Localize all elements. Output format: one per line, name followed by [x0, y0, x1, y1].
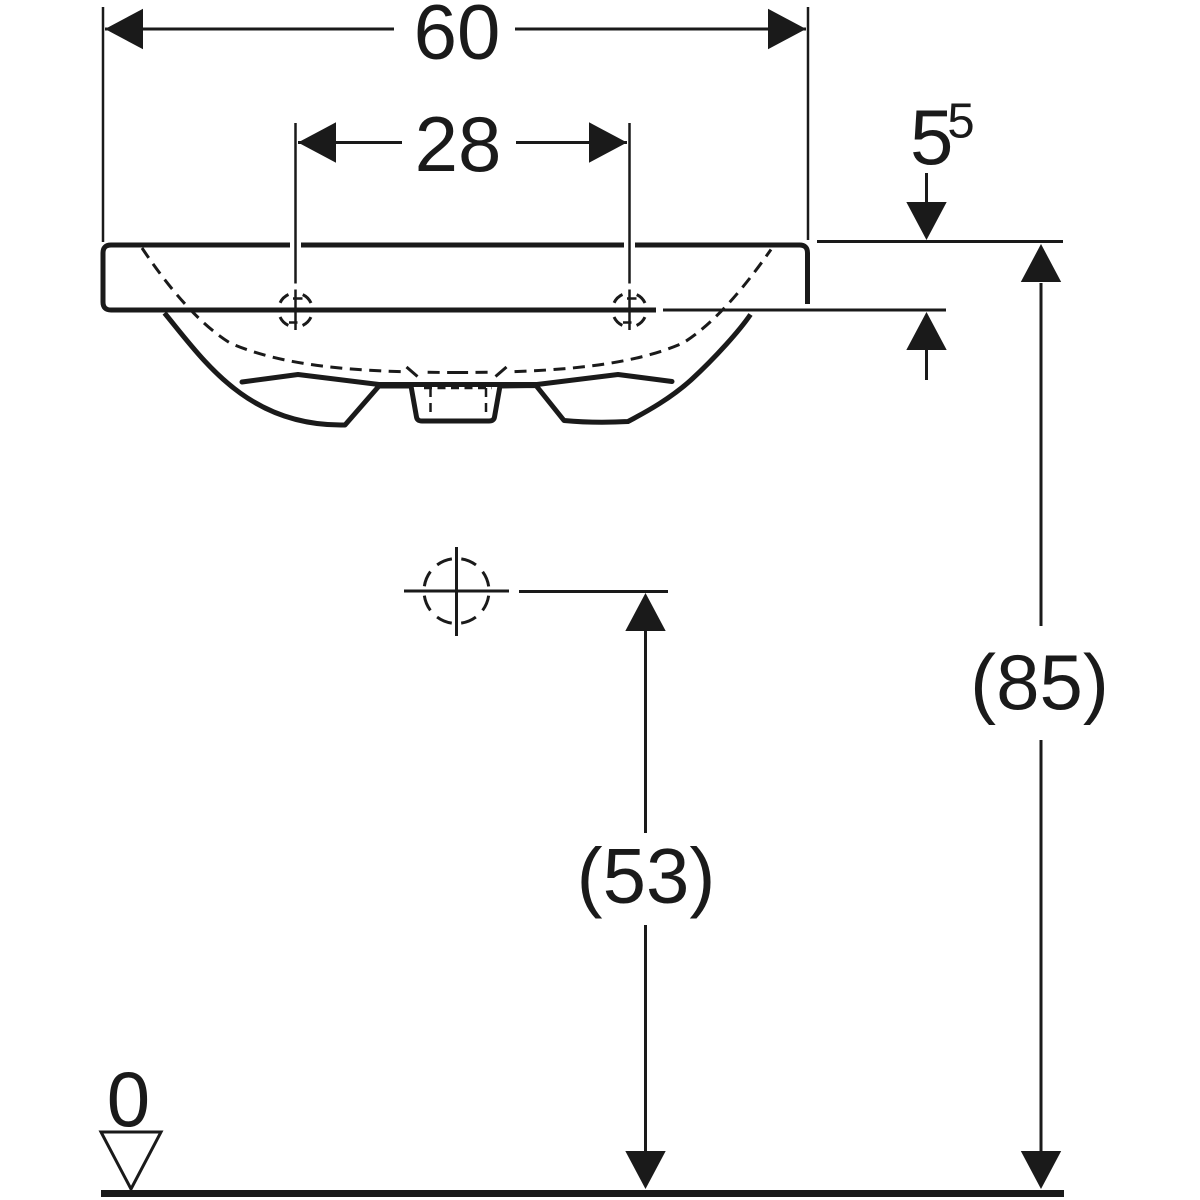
svg-text:60: 60 [414, 0, 501, 76]
svg-text:0: 0 [107, 1055, 150, 1143]
svg-text:28: 28 [415, 100, 502, 188]
svg-text:(85): (85) [970, 638, 1109, 726]
svg-text:(53): (53) [577, 832, 716, 920]
svg-text:55: 55 [910, 93, 975, 181]
